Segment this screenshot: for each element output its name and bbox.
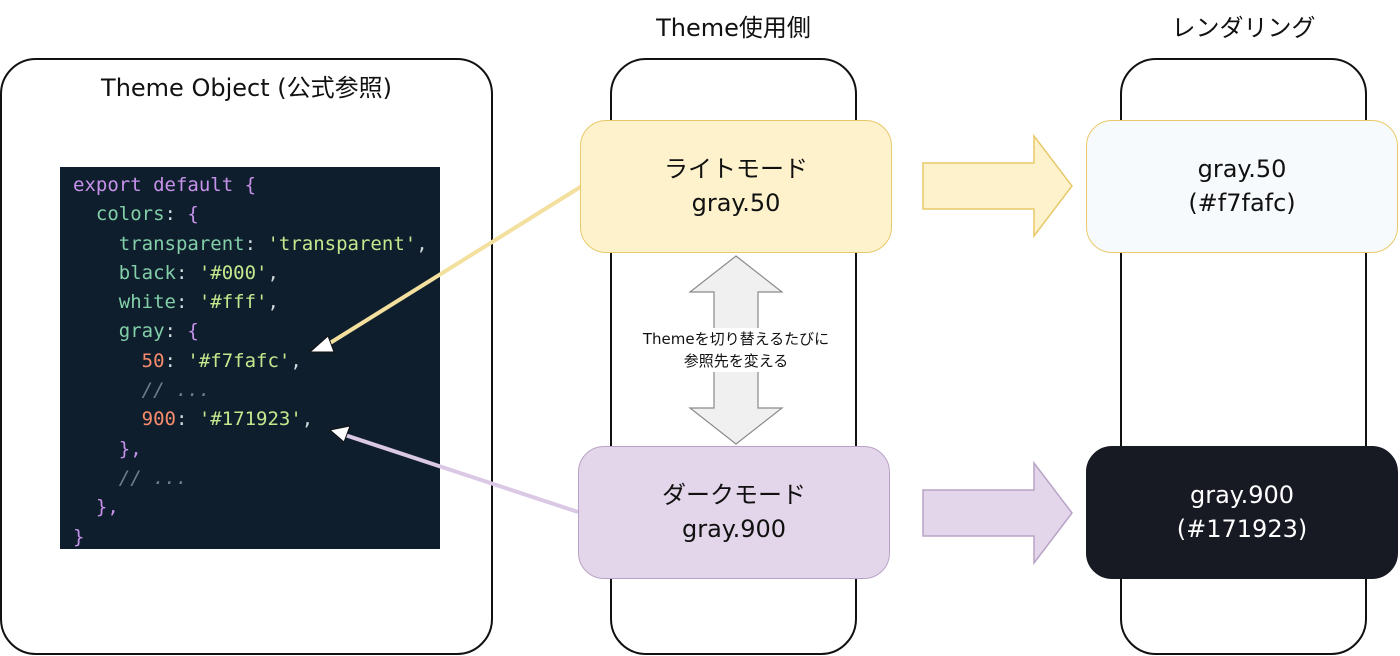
code-token: }, bbox=[73, 496, 119, 519]
dark-mode-reference-arrow bbox=[341, 432, 579, 514]
code-token: } bbox=[73, 525, 85, 548]
code-line: gray: { bbox=[73, 317, 440, 346]
theme-object-title: Theme Object (公式参照) bbox=[101, 74, 392, 102]
code-token: white bbox=[73, 291, 176, 314]
code-token: , bbox=[267, 261, 279, 284]
light-render-arrow bbox=[922, 133, 1073, 239]
light-mode-name: ライトモード bbox=[664, 154, 808, 183]
rendered-light-token: gray.50 bbox=[1197, 154, 1287, 183]
code-token: : bbox=[175, 408, 199, 431]
code-token: export default bbox=[73, 174, 245, 196]
code-token: 50 bbox=[73, 349, 165, 372]
dark-arrowhead bbox=[328, 425, 351, 443]
rendered-dark-hex: (#171923) bbox=[1176, 514, 1308, 543]
code-token: , bbox=[416, 232, 428, 255]
rendering-title: レンダリング bbox=[1171, 14, 1316, 42]
dark-render-arrow bbox=[922, 460, 1073, 566]
code-line: } bbox=[73, 523, 440, 549]
light-mode-reference-arrow bbox=[320, 184, 584, 350]
code-line: }, bbox=[73, 435, 440, 464]
code-token: black bbox=[73, 261, 176, 284]
code-token: : bbox=[175, 261, 199, 284]
switch-note: Themeを切り替えるたびに 参照先を変える bbox=[630, 328, 842, 372]
rendered-light-hex: (#f7fafc) bbox=[1188, 188, 1296, 217]
light-mode-box: ライトモード gray.50 bbox=[580, 120, 892, 253]
code-token: }, bbox=[73, 437, 142, 460]
code-line: 50: '#f7fafc', bbox=[73, 347, 440, 376]
code-token: : bbox=[244, 232, 268, 255]
switch-note-line1: Themeを切り替えるたびに bbox=[642, 330, 830, 348]
code-token: '#171923' bbox=[198, 408, 302, 431]
theme-usage-title: Theme使用側 bbox=[656, 14, 811, 42]
code-line: }, bbox=[73, 493, 440, 522]
code-token: '#f7fafc' bbox=[187, 349, 291, 372]
code-token: , bbox=[290, 349, 302, 372]
code-line: export default { bbox=[73, 171, 440, 200]
code-token: 'transparent' bbox=[267, 232, 417, 255]
light-mode-token: gray.50 bbox=[691, 188, 781, 217]
code-line: black: '#000', bbox=[73, 259, 440, 288]
code-token: { bbox=[187, 320, 199, 343]
dark-mode-box: ダークモード gray.900 bbox=[578, 446, 890, 579]
code-token: colors bbox=[73, 203, 165, 226]
theme-code-block: export default { colors: { transparent: … bbox=[60, 167, 440, 549]
code-token: , bbox=[267, 291, 279, 314]
code-line: transparent: 'transparent', bbox=[73, 230, 440, 259]
light-arrowhead bbox=[308, 335, 335, 353]
code-token: , bbox=[301, 408, 314, 431]
code-token: '#000' bbox=[198, 261, 268, 284]
rendered-dark-token: gray.900 bbox=[1189, 480, 1295, 509]
code-token: '#fff' bbox=[198, 291, 268, 314]
code-token: : bbox=[175, 291, 199, 314]
code-token: // ... bbox=[73, 379, 211, 402]
code-token: 900 bbox=[73, 408, 176, 431]
code-token: // ... bbox=[73, 466, 188, 489]
code-token: gray bbox=[73, 320, 165, 343]
code-line: // ... bbox=[73, 376, 440, 405]
code-token: { bbox=[187, 203, 199, 226]
rendered-light-box: gray.50 (#f7fafc) bbox=[1086, 120, 1398, 253]
code-token: transparent bbox=[73, 232, 245, 255]
rendered-dark-box: gray.900 (#171923) bbox=[1086, 446, 1398, 579]
dark-mode-token: gray.900 bbox=[681, 514, 787, 543]
code-token: : bbox=[164, 320, 188, 343]
code-line: white: '#fff', bbox=[73, 288, 440, 317]
code-line: colors: { bbox=[73, 200, 440, 229]
code-token: : bbox=[164, 349, 188, 372]
dark-mode-name: ダークモード bbox=[662, 480, 806, 509]
code-line: // ... bbox=[73, 464, 440, 493]
switch-note-line2: 参照先を変える bbox=[683, 352, 789, 370]
code-token: : bbox=[164, 203, 188, 226]
code-line: 900: '#171923', bbox=[73, 405, 440, 434]
code-token: { bbox=[244, 174, 257, 196]
